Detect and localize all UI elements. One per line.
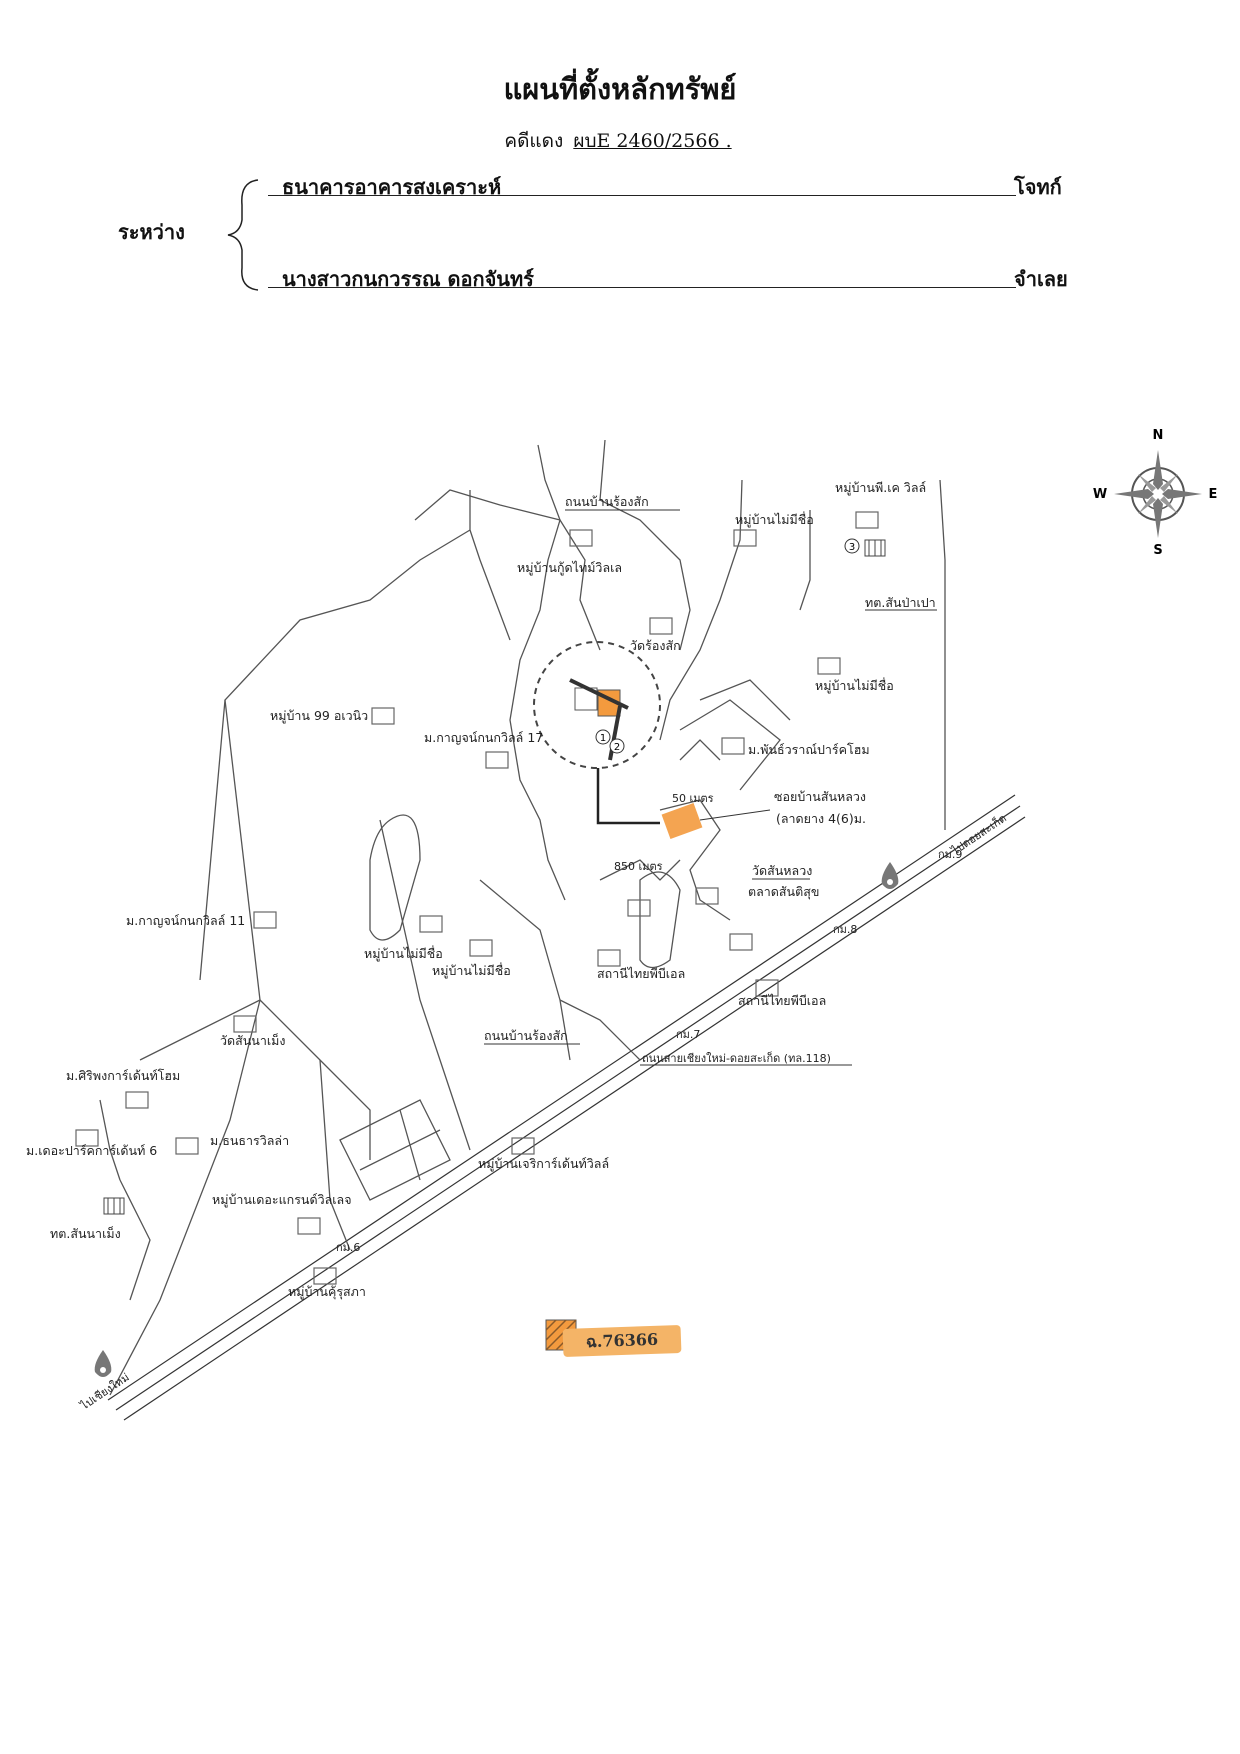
village-icon	[297, 1217, 321, 1235]
property-zoom-circle	[533, 641, 661, 769]
label-wat-rongsak: วัดร้องสัก	[630, 638, 681, 653]
case-label: คดีแดง	[504, 130, 564, 152]
village-icon	[469, 939, 493, 957]
village-icon	[817, 657, 841, 675]
label-the-park: ม.เดอะปาร์คการ์เด้นท์ 6	[26, 1143, 157, 1158]
label-village-maimeechue-3: หมู่บ้านไม่มีชื่อ	[364, 945, 443, 962]
marker-3-icon	[844, 538, 860, 554]
temple-icon	[695, 887, 719, 905]
label-km8: กม.8	[833, 923, 857, 936]
village-icon	[627, 899, 651, 917]
label-ptt-2: สถานีไทยพีบีเอล	[738, 993, 826, 1008]
marker-2-label: 2	[614, 742, 620, 753]
plaintiff-role: โจทก์	[1014, 175, 1062, 199]
label-siripong: ม.ศิริพงการ์เด้นท์โฮม	[66, 1068, 180, 1083]
village-icon	[313, 1267, 337, 1285]
label-highway-118: ถนนสายเชียงใหม่-ดอยสะเก็ด (ทล.118)	[642, 1051, 831, 1065]
marker-3-label: 3	[849, 542, 855, 553]
village-icon	[855, 511, 879, 529]
oval-zone-1	[369, 814, 421, 941]
legend-deed-label: ฉ.76366	[562, 1324, 682, 1358]
label-village-maimeechue-1: หมู่บ้านไม่มีชื่อ	[735, 511, 814, 528]
label-tambon-office-2: ทต.สันนาเม็ง	[50, 1226, 121, 1241]
label-ptt-1: สถานีไทยพีบีเอล	[597, 966, 685, 981]
label-dist-50: 50 เมตร	[672, 792, 714, 805]
label-market-sansuk: ตลาดสันติสุข	[748, 884, 819, 900]
compass-south: S	[1153, 543, 1162, 558]
estate-grid	[339, 679, 791, 1201]
label-thanathan-villa: ม.ธนธารวิลล่า	[210, 1133, 289, 1148]
label-village-pk: หมู่บ้านพี.เค วิลล์	[835, 480, 926, 496]
government-office-icon	[103, 1197, 125, 1215]
label-wat-sannameng: วัดสันนาเม็ง	[220, 1033, 286, 1048]
defendant-role: จำเลย	[1014, 267, 1068, 291]
village-icon	[371, 707, 395, 725]
label-tambon-office-1: ทต.สันป่าเปา	[865, 595, 936, 610]
village-icon	[733, 529, 757, 547]
label-road-rongsak-bottom: ถนนบ้านร้องสัก	[484, 1028, 568, 1043]
label-village-maimeechue-4: หมู่บ้านไม่มีชื่อ	[432, 962, 511, 979]
label-village-99: หมู่บ้าน 99 อเวนิว	[270, 708, 368, 724]
highway-118	[107, 794, 1026, 1421]
marker-2-icon	[609, 738, 625, 754]
village-icon	[419, 915, 443, 933]
page-title: แผนที่ตั้งหลักทรัพย์	[503, 72, 737, 106]
village-icon	[597, 949, 621, 967]
compass-north: N	[1153, 428, 1164, 443]
label-to-chiangmai: ไปเชียงใหม่	[78, 1371, 132, 1413]
label-jariya-garden: หมู่บ้านเจริการ์เด้นท์วิลล์	[478, 1156, 609, 1172]
village-icon	[253, 911, 277, 929]
label-km6: กม.6	[336, 1241, 360, 1254]
village-icon	[569, 529, 593, 547]
label-wat-sanluang: วัดสันหลวง	[752, 863, 812, 878]
compass-icon	[1114, 450, 1202, 538]
village-icon	[125, 1091, 149, 1109]
government-office-icon	[864, 539, 886, 557]
label-km7: กม.7	[676, 1028, 700, 1041]
marker-1-icon	[595, 729, 611, 745]
access-road	[599, 739, 731, 921]
between-label: ระหว่าง	[118, 220, 185, 244]
village-icon	[175, 1137, 199, 1155]
compass-west: W	[1093, 487, 1107, 502]
label-dist-850: 850 เมตร	[614, 860, 663, 873]
label-kanjanakanok-17: ม.กาญจน์กนกวิลล์ 17	[424, 730, 543, 745]
property-pointer	[699, 809, 771, 821]
label-village-goodtime: หมู่บ้านกู้ดไทม์วิลเล	[517, 560, 622, 576]
gas-station-icon	[94, 1350, 112, 1377]
case-number: ผบE 2460/2566 .	[573, 130, 732, 152]
village-icon	[75, 1129, 99, 1147]
label-kunsuphap: หมู่บ้านคุ้รุสภา	[288, 1284, 366, 1300]
label-soi-paved: (ลาดยาง 4(6)ม.	[776, 811, 866, 826]
property-location	[661, 802, 703, 840]
temple-icon	[649, 617, 673, 635]
village-icon	[511, 1137, 535, 1155]
case-number-line: คดีแดง ผบE 2460/2566 .	[0, 126, 1240, 156]
village-icon	[729, 933, 753, 951]
label-road-rongsak-top: ถนนบ้านร้องสัก	[565, 494, 649, 509]
temple-icon	[233, 1015, 257, 1033]
label-km9: กม.9	[938, 848, 962, 861]
defendant-line	[268, 287, 1016, 288]
road-network	[99, 439, 946, 1396]
label-kanjanakanok-11: ม.กาญจน์กนกวิลล์ 11	[126, 913, 245, 928]
label-pansuwan-park: ม.พันธ์วราณ์ปาร์คโฮม	[748, 742, 870, 757]
village-icon	[485, 751, 509, 769]
village-icon	[755, 979, 779, 997]
label-soi-baansanluang: ซอยบ้านสันหลวง	[774, 789, 866, 804]
compass-east: E	[1209, 487, 1218, 502]
village-icon	[721, 737, 745, 755]
label-village-maimeechue-2: หมู่บ้านไม่มีชื่อ	[815, 677, 894, 694]
label-grand-village: หมู่บ้านเดอะแกรนด์วิลเลจ	[212, 1192, 352, 1208]
oval-zone-2	[639, 871, 681, 969]
property-leader-line	[596, 768, 660, 825]
parties-brace	[227, 179, 259, 291]
plaintiff-line	[268, 195, 1016, 196]
gas-station-icon	[881, 862, 899, 889]
marker-1-label: 1	[600, 733, 606, 744]
